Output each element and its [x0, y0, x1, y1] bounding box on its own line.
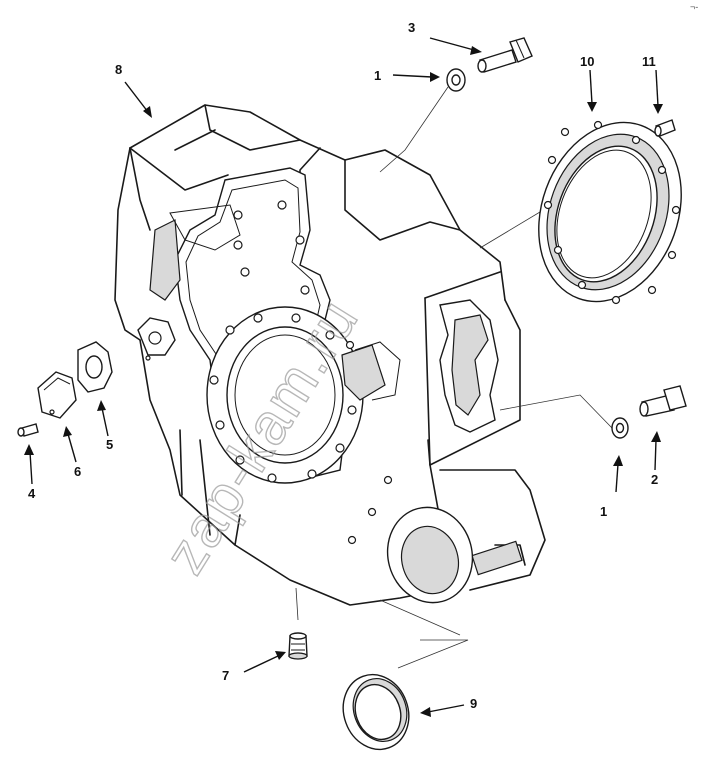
callout-1-top: 1	[374, 68, 381, 83]
callout-4: 4	[28, 486, 36, 501]
capscrew-3	[477, 37, 533, 73]
capscrew-4	[17, 423, 39, 437]
callout-11: 11	[642, 54, 656, 69]
capscrew-2	[639, 385, 687, 417]
washer-right	[611, 417, 629, 439]
plug-7	[288, 632, 308, 660]
callout-9: 9	[470, 696, 477, 711]
capscrew-11	[654, 119, 676, 137]
callout-5: 5	[106, 437, 113, 452]
washer-top	[446, 68, 466, 92]
callout-3: 3	[408, 20, 415, 35]
callout-1-right: 1	[600, 504, 607, 519]
callout-8: 8	[115, 62, 122, 77]
seal-bolt-tabs	[543, 120, 681, 305]
rear-seal-10	[538, 120, 682, 305]
callout-10: 10	[580, 54, 594, 69]
seal-9	[342, 673, 410, 751]
callout-labels: 1 3 8 10 11 1 2 4 6 5 7 9	[28, 20, 658, 711]
callout-7: 7	[222, 668, 229, 683]
callout-6: 6	[74, 464, 81, 479]
corner-mark: ¬-	[690, 2, 698, 12]
flywheel-housing	[114, 104, 546, 606]
callout-2: 2	[651, 472, 658, 487]
access-cover-6	[37, 371, 77, 419]
callout-arrows	[24, 37, 663, 717]
gasket-5	[77, 341, 113, 393]
